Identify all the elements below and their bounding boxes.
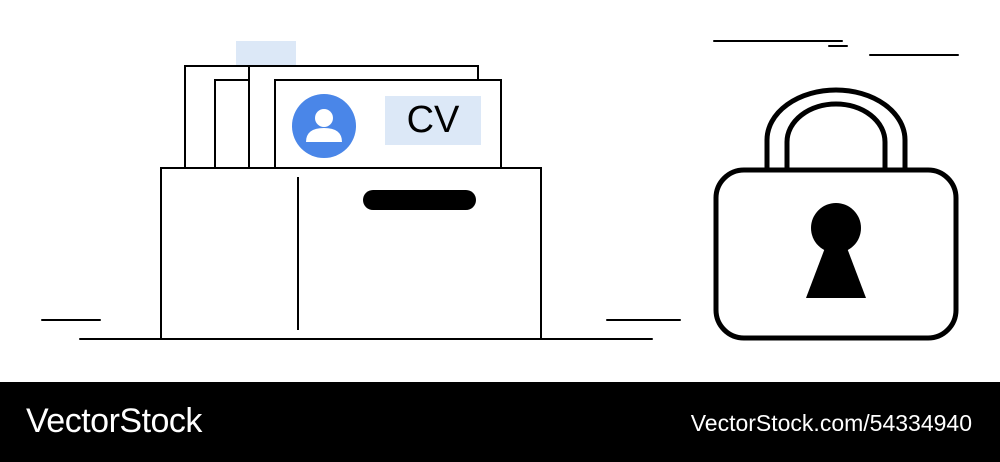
image-credit: VectorStock.com/54334940 [690,410,972,436]
cv-storage-illustration: CV [41,40,959,341]
padlock-icon [713,87,959,341]
user-avatar-icon [292,94,356,158]
filing-box [160,167,542,340]
padlock-shackle-inner [784,101,888,174]
cv-label: CV [407,99,460,141]
brand-logo: VectorStock [26,402,202,440]
filing-box-body [160,167,542,340]
cv-label-highlight [385,96,481,145]
padlock-shackle [764,87,908,174]
filing-box-handle [363,190,476,210]
footer-bar [0,382,1000,462]
keyhole-icon [806,203,866,298]
